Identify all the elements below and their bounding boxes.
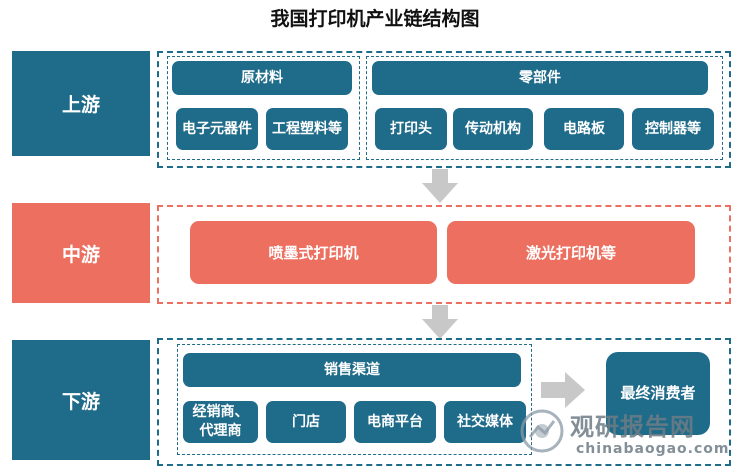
raw-materials-header: 原材料 — [172, 61, 352, 95]
upstream-frame — [157, 51, 731, 168]
part-item: 传动机构 — [453, 108, 533, 150]
page-title: 我国打印机产业链结构图 — [270, 8, 480, 30]
midstream-frame — [157, 205, 731, 304]
channel-item: 经销商、代理商 — [183, 401, 258, 443]
right-arrow-icon — [541, 372, 585, 408]
watermark-url: chinabaogao.com — [576, 441, 730, 457]
sales-channel-header: 销售渠道 — [183, 353, 521, 387]
final-consumer-box: 最终消费者 — [606, 352, 710, 435]
part-item: 打印头 — [375, 108, 447, 150]
channel-item: 门店 — [266, 401, 346, 443]
laser-printer-box: 激光打印机等 — [447, 221, 695, 284]
raw-material-item: 电子元器件 — [176, 108, 258, 150]
sales-channel-group — [177, 344, 532, 455]
part-item: 控制器等 — [632, 108, 714, 150]
channel-item: 电商平台 — [354, 401, 436, 443]
watermark-logo-icon — [520, 409, 564, 453]
downstream-label: 下游 — [12, 340, 150, 460]
parts-header: 零部件 — [372, 61, 708, 95]
upstream-label: 上游 — [12, 51, 150, 156]
watermark-name: 观研报告网 — [570, 413, 695, 441]
parts-group — [366, 56, 723, 160]
inkjet-printer-box: 喷墨式打印机 — [190, 221, 437, 284]
down-arrow-icon — [422, 305, 458, 339]
down-arrow-icon — [422, 169, 458, 203]
raw-material-item: 工程塑料等 — [266, 108, 348, 150]
part-item: 电路板 — [544, 108, 624, 150]
raw-materials-group — [167, 56, 360, 160]
watermark: 观研报告网 chinabaogao.com — [520, 405, 750, 467]
midstream-label: 中游 — [12, 203, 150, 303]
downstream-frame — [157, 338, 731, 466]
channel-item: 社交媒体 — [444, 401, 526, 443]
